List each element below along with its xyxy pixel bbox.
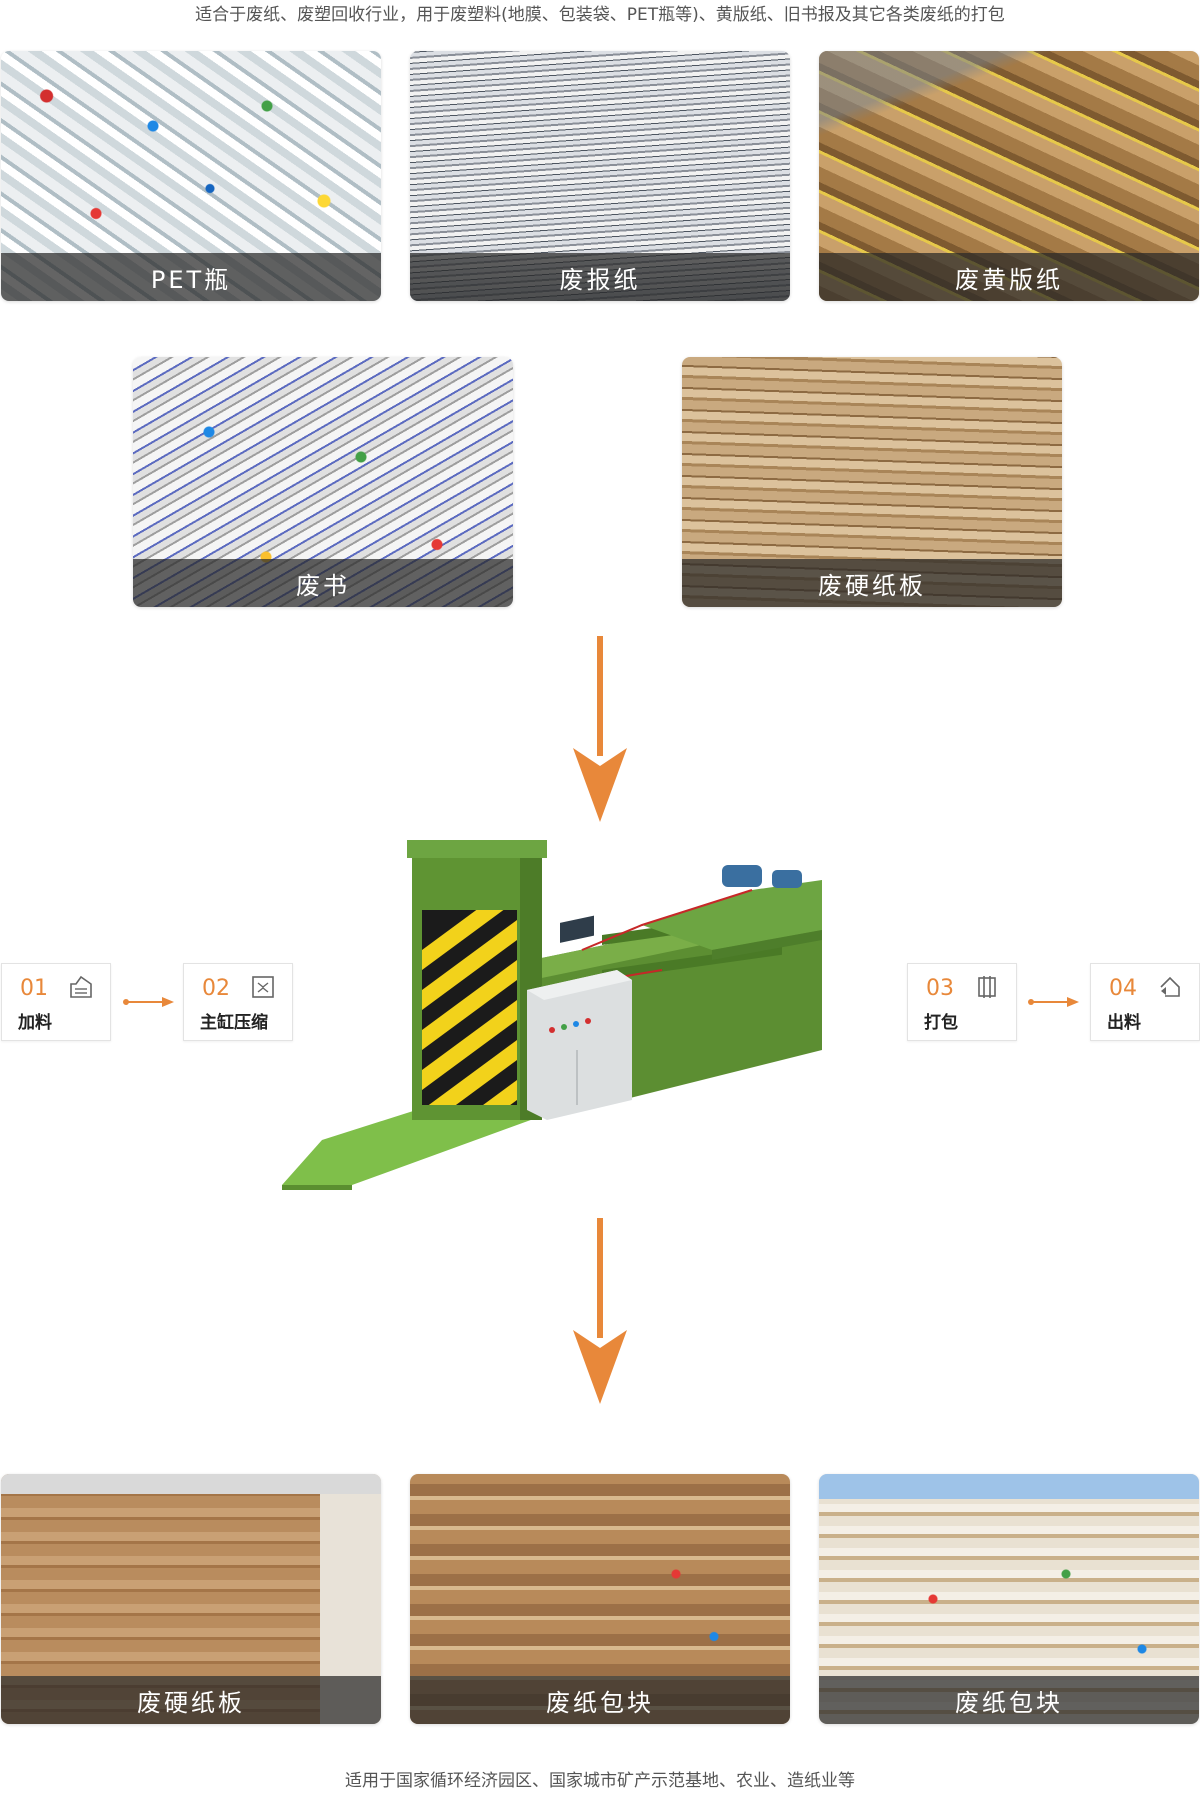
intro-text: 适合于废纸、废塑回收行业，用于废塑料(地膜、包装袋、PET瓶等)、黄版纸、旧书报… [195, 5, 1005, 25]
step-number: 01 [20, 976, 48, 1001]
baler-machine-illustration [282, 840, 822, 1190]
output-tile-cardboard-bale: 废硬纸板 [1, 1474, 381, 1724]
discharge-icon [1160, 976, 1180, 997]
step-label: 出料 [1107, 1013, 1141, 1033]
application-note: 适用于国家循环经济园区、国家城市矿产示范基地、农业、造纸业等 [345, 1771, 855, 1791]
output-label: 废硬纸板 [137, 1688, 245, 1717]
caption-bar: 废硬纸板 [1, 1676, 381, 1724]
output-tile-paper-bale-2: 废纸包块 [819, 1474, 1199, 1724]
compress-icon [252, 976, 274, 998]
input-label-cardboard: 废硬纸板 [818, 571, 926, 600]
output-label: 废纸包块 [955, 1688, 1063, 1717]
input-tile-newspaper: 废报纸 [410, 51, 790, 301]
feed-icon [70, 975, 92, 998]
process-step-discharge: 04 出料 [1090, 963, 1200, 1041]
input-label-books: 废书 [296, 571, 350, 600]
input-tile-kraft: 废黄版纸 [819, 51, 1199, 301]
caption-bar: 废硬纸板 [682, 559, 1062, 607]
input-label-newspaper: 废报纸 [559, 265, 641, 294]
bale-icon [978, 976, 996, 998]
input-tile-books: 废书 [133, 357, 513, 607]
caption-bar: PET瓶 [1, 253, 381, 301]
caption-bar: 废报纸 [410, 253, 790, 301]
caption-bar: 废书 [133, 559, 513, 607]
process-step-compression: 02 主缸压缩 [183, 963, 293, 1041]
input-label-kraft: 废黄版纸 [955, 265, 1063, 294]
input-tile-pet: PET瓶 [1, 51, 381, 301]
output-tile-paper-bale-1: 废纸包块 [410, 1474, 790, 1724]
caption-bar: 废纸包块 [410, 1676, 790, 1724]
step-label: 打包 [924, 1013, 958, 1033]
caption-bar: 废黄版纸 [819, 253, 1199, 301]
process-step-feeding: 01 加料 [1, 963, 111, 1041]
flow-arrow-icon [123, 997, 174, 1007]
down-arrow-icon [573, 636, 627, 822]
step-number: 04 [1109, 976, 1137, 1001]
process-step-baling: 03 打包 [907, 963, 1017, 1041]
step-number: 03 [926, 976, 954, 1001]
down-arrow-icon [573, 1218, 627, 1404]
input-label-pet: PET瓶 [150, 265, 232, 294]
input-tile-cardboard: 废硬纸板 [682, 357, 1062, 607]
step-number: 02 [202, 976, 230, 1001]
caption-bar: 废纸包块 [819, 1676, 1199, 1724]
output-label: 废纸包块 [546, 1688, 654, 1717]
step-label: 加料 [18, 1013, 52, 1033]
step-label: 主缸压缩 [200, 1013, 268, 1033]
flow-arrow-icon [1028, 997, 1079, 1007]
